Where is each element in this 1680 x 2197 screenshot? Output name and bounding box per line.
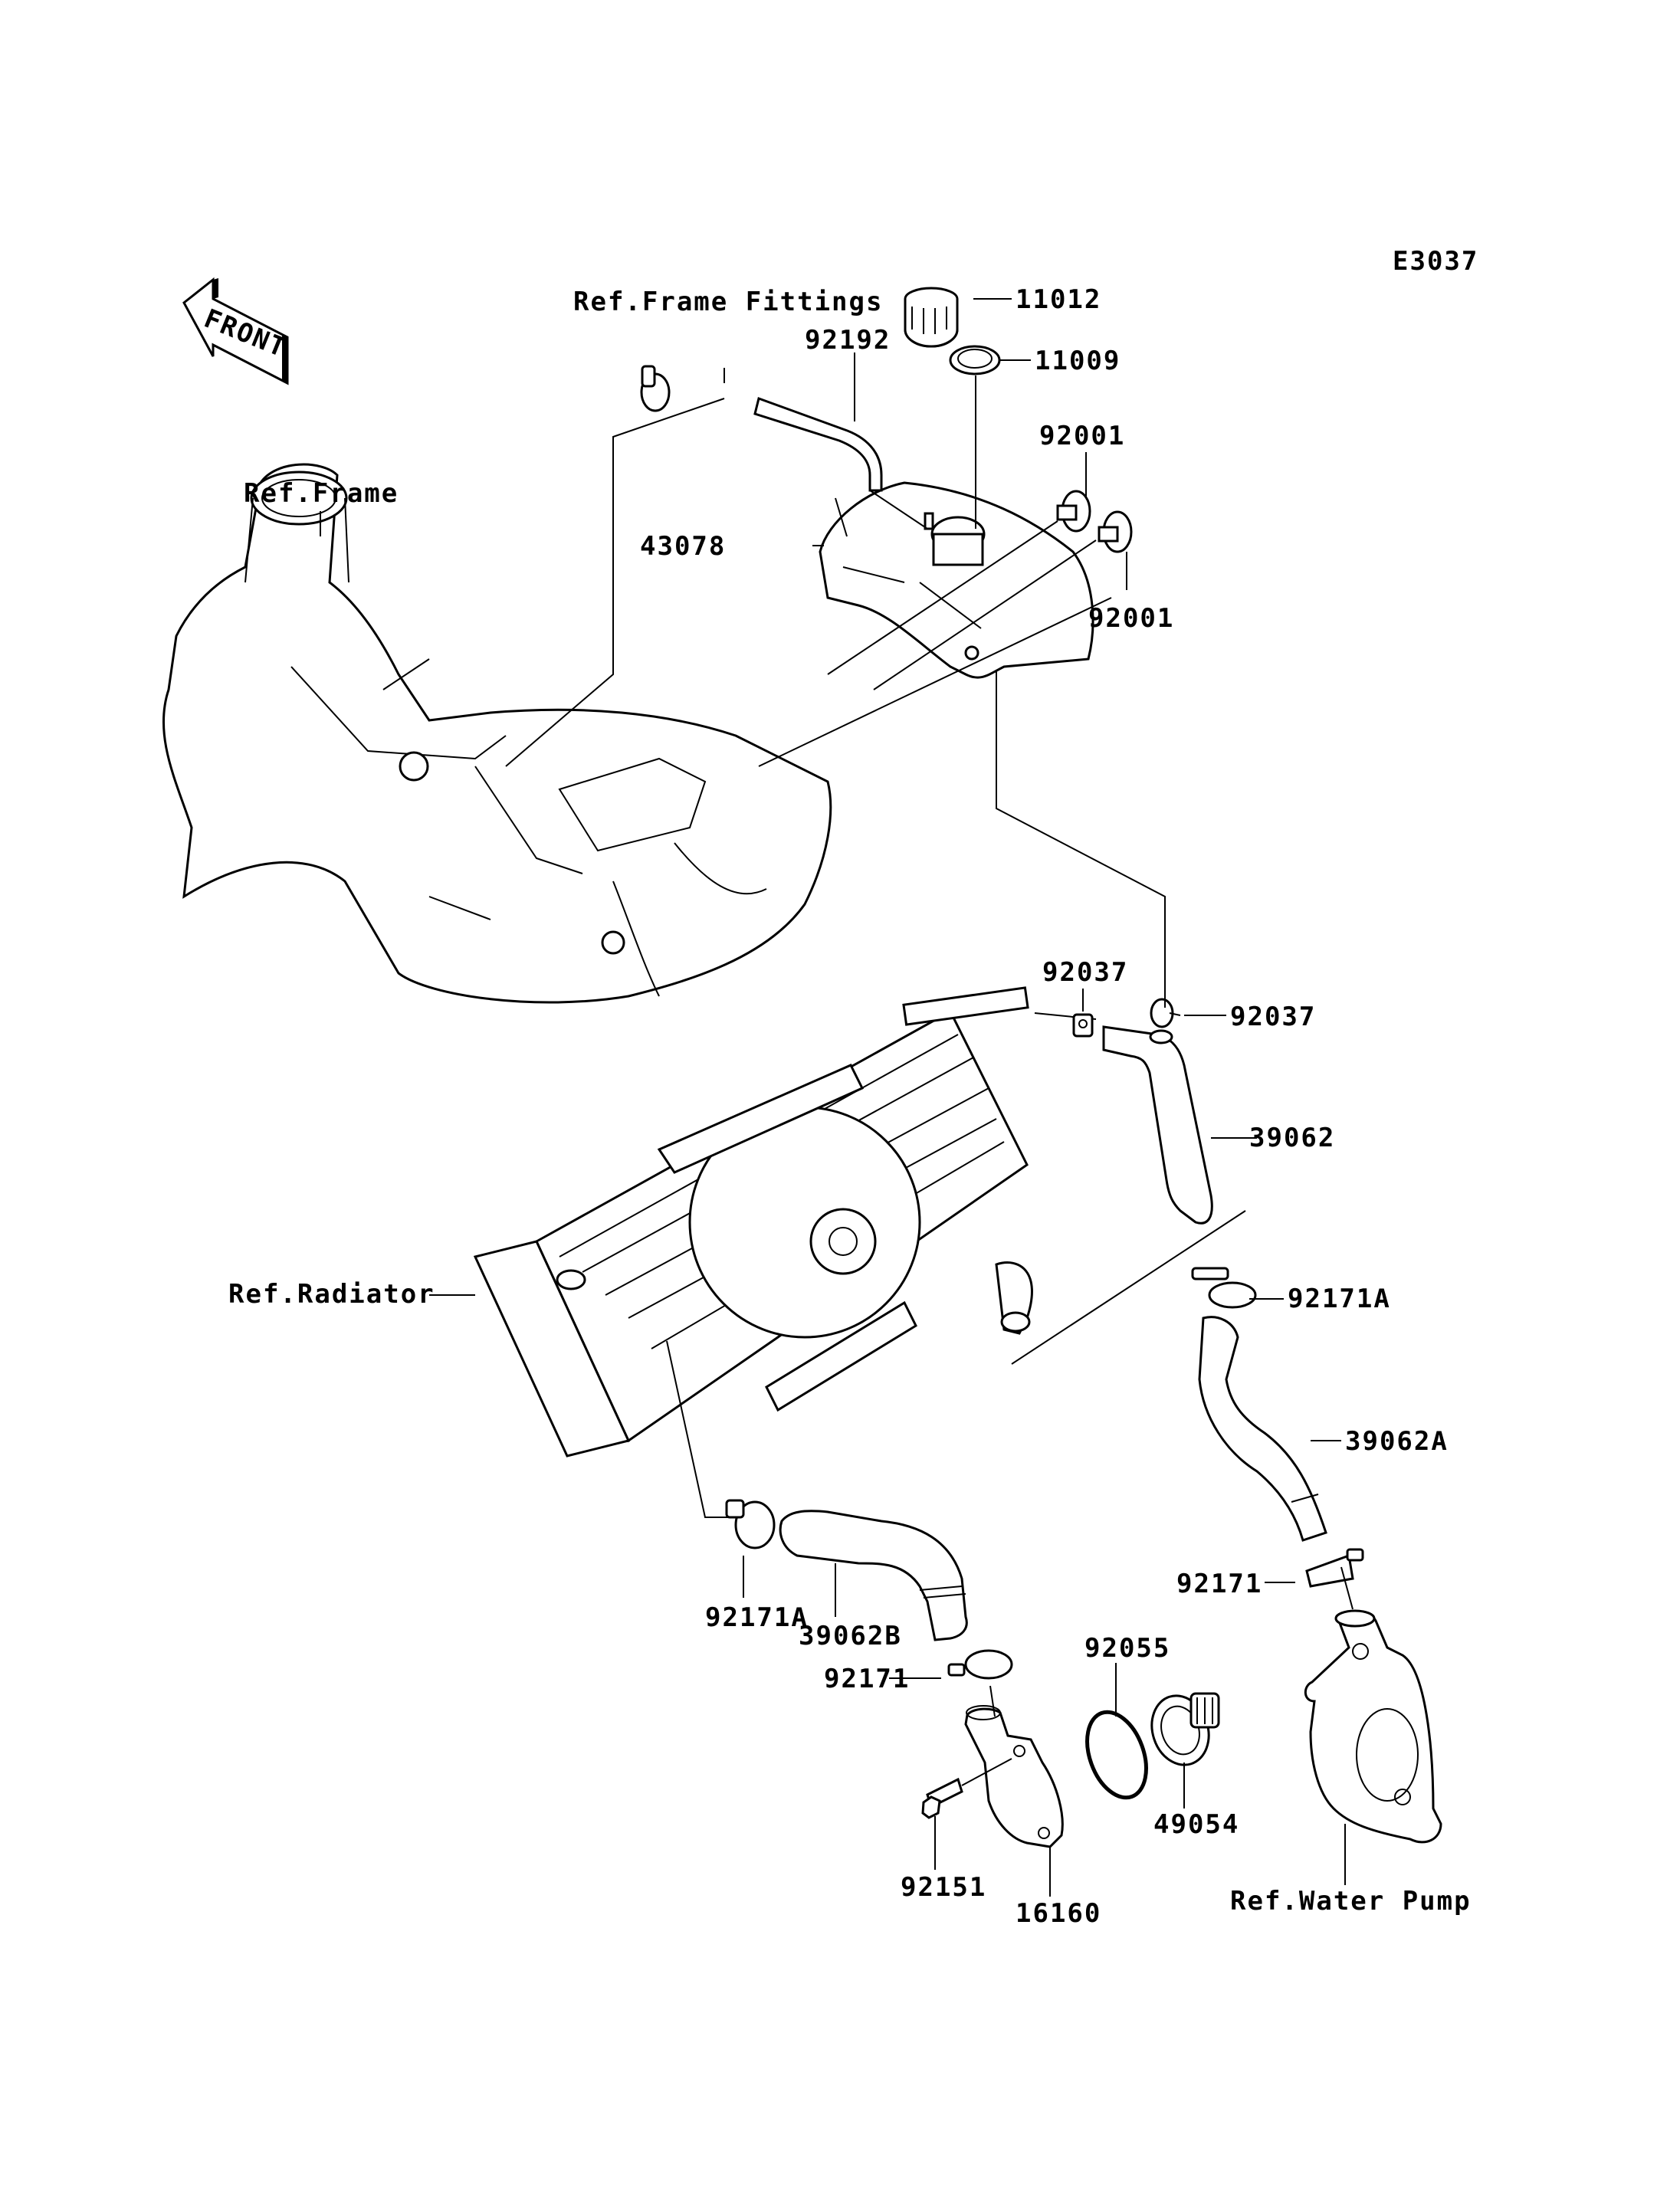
label-11009[interactable]: 11009	[1035, 346, 1121, 376]
reserve-tank	[819, 481, 1094, 679]
label-92171-pump[interactable]: 92171	[1176, 1569, 1262, 1599]
clamp-92037-right	[1150, 998, 1181, 1028]
clamp-92171-thermo	[947, 1649, 1013, 1680]
water-pump-illustration	[1304, 1609, 1442, 1844]
clamp-92171-pump	[1305, 1548, 1364, 1588]
label-11012[interactable]: 11012	[1016, 284, 1101, 315]
clamp-92037-left	[1072, 1013, 1094, 1038]
label-39062b[interactable]: 39062B	[799, 1621, 902, 1651]
ref-frame-fittings[interactable]: Ref.Frame Fittings	[573, 287, 883, 317]
label-92001-upper[interactable]: 92001	[1039, 421, 1125, 451]
label-16160[interactable]: 16160	[1016, 1898, 1101, 1929]
frame-illustration	[162, 463, 832, 1004]
overflow-hose	[1034, 1012, 1213, 1225]
front-arrow-icon: FRONT	[182, 277, 291, 385]
label-92171a-upper[interactable]: 92171A	[1288, 1284, 1391, 1314]
bolt-92151	[921, 1777, 963, 1819]
ref-radiator[interactable]: Ref.Radiator	[228, 1279, 435, 1310]
bolt-92001-upper	[1056, 490, 1091, 533]
label-92037-left[interactable]: 92037	[1042, 957, 1128, 988]
label-92151[interactable]: 92151	[901, 1872, 986, 1903]
reserve-tank-cap	[904, 287, 959, 348]
clamp-92171a-lower	[725, 1499, 776, 1549]
clamp-92171a-upper	[1191, 1267, 1257, 1309]
thermostat-cover	[964, 1705, 1064, 1848]
label-92055[interactable]: 92055	[1084, 1633, 1170, 1664]
diagram-code: E3037	[1393, 246, 1478, 277]
label-92001-lower[interactable]: 92001	[1088, 603, 1174, 634]
label-92171a-lower[interactable]: 92171A	[705, 1602, 809, 1633]
o-ring	[1085, 1710, 1148, 1800]
breather-hose	[753, 397, 883, 492]
label-92037-right[interactable]: 92037	[1230, 1002, 1316, 1032]
cap-gasket	[949, 345, 1001, 375]
ref-water-pump[interactable]: Ref.Water Pump	[1230, 1886, 1472, 1917]
label-92171-thermo[interactable]: 92171	[824, 1664, 910, 1694]
label-43078[interactable]: 43078	[640, 531, 726, 562]
label-49054[interactable]: 49054	[1153, 1809, 1239, 1840]
label-92192[interactable]: 92192	[805, 325, 891, 356]
bolt-92001-lower	[1098, 510, 1133, 553]
radiator-illustration	[473, 986, 1033, 1458]
frame-fitting-clip	[640, 365, 671, 412]
label-39062[interactable]: 39062	[1249, 1123, 1335, 1153]
hose-39062a	[1198, 1316, 1327, 1542]
hose-39062b	[779, 1510, 968, 1641]
ref-frame[interactable]: Ref.Frame	[244, 478, 399, 509]
leader-lines	[320, 298, 1354, 1897]
label-39062a[interactable]: 39062A	[1345, 1426, 1449, 1457]
thermostat	[1150, 1692, 1220, 1766]
